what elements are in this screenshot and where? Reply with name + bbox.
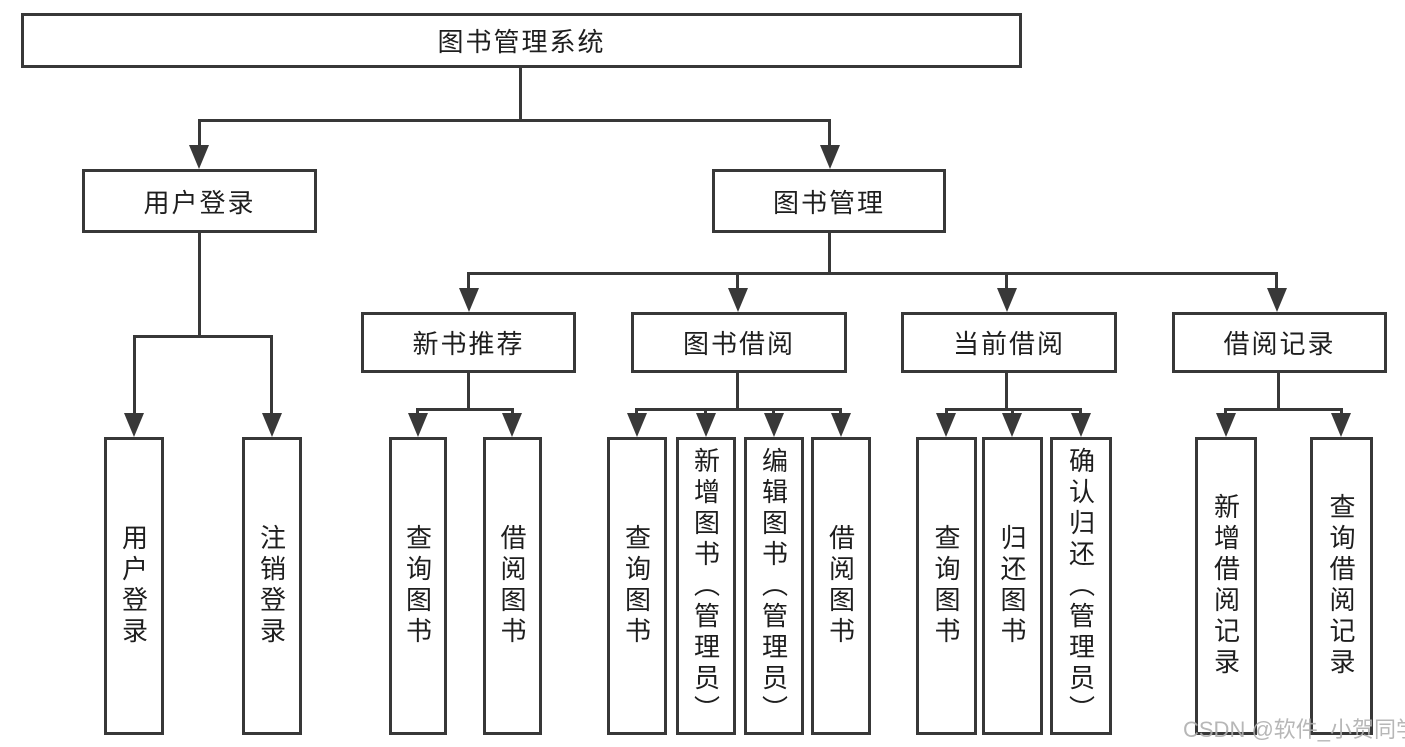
node-book-management: 图书管理 bbox=[712, 169, 946, 233]
node-borrowing-records: 借阅记录 bbox=[1172, 312, 1387, 373]
arrow-down-icon bbox=[459, 288, 479, 312]
leaf-return-books: 归还图书 bbox=[982, 437, 1043, 735]
edge-user-login-stub bbox=[198, 231, 201, 337]
edge-stem-level3 bbox=[1005, 272, 1008, 292]
arrow-down-icon bbox=[1331, 413, 1351, 437]
arrow-down-icon bbox=[262, 413, 282, 437]
arrow-down-icon bbox=[1002, 413, 1022, 437]
edge-root-stub bbox=[519, 66, 522, 122]
leaf-borrow-books-borrowing: 借阅图书 bbox=[811, 437, 871, 735]
leaf-confirm-return-admin: 确认归还（管理员） bbox=[1050, 437, 1112, 735]
node-library-system: 图书管理系统 bbox=[21, 13, 1022, 68]
csdn-watermark: CSDN @软件_小贺同学 bbox=[1183, 717, 1405, 742]
edge-stem-leaf bbox=[133, 335, 136, 417]
node-new-book-recommendation: 新书推荐 bbox=[361, 312, 576, 373]
arrow-down-icon bbox=[728, 288, 748, 312]
leaf-edit-books-admin: 编辑图书（管理员） bbox=[744, 437, 804, 735]
edge-stem-user-login bbox=[198, 119, 201, 149]
edge-user-login-split bbox=[133, 335, 273, 338]
arrow-down-icon bbox=[936, 413, 956, 437]
edge-stem-level3 bbox=[1275, 272, 1278, 292]
node-book-borrowing: 图书借阅 bbox=[631, 312, 847, 373]
edge-level3-split bbox=[467, 272, 1278, 275]
leaf-user-login: 用户登录 bbox=[104, 437, 164, 735]
edge-book-management-stub bbox=[828, 231, 831, 274]
arrow-down-icon bbox=[124, 413, 144, 437]
leaf-borrow-books-recommend: 借阅图书 bbox=[483, 437, 542, 735]
edge-records-split bbox=[1224, 408, 1343, 411]
edge-borrowing-stub bbox=[736, 371, 739, 411]
arrow-down-icon bbox=[831, 413, 851, 437]
arrow-down-icon bbox=[189, 145, 209, 169]
leaf-add-borrow-record: 新增借阅记录 bbox=[1195, 437, 1257, 735]
node-user-login: 用户登录 bbox=[82, 169, 317, 233]
leaf-add-books-admin: 新增图书（管理员） bbox=[676, 437, 736, 735]
edge-stem-level3 bbox=[736, 272, 739, 292]
edge-stem-level3 bbox=[467, 272, 470, 292]
edge-borrowing-split bbox=[635, 408, 842, 411]
edge-stem-leaf bbox=[270, 335, 273, 417]
leaf-query-books-current: 查询图书 bbox=[916, 437, 977, 735]
leaf-logout: 注销登录 bbox=[242, 437, 302, 735]
arrow-down-icon bbox=[1216, 413, 1236, 437]
arrow-down-icon bbox=[764, 413, 784, 437]
leaf-query-books-recommend: 查询图书 bbox=[389, 437, 447, 735]
arrow-down-icon bbox=[997, 288, 1017, 312]
arrow-down-icon bbox=[1267, 288, 1287, 312]
edge-stem-book-management bbox=[828, 119, 831, 149]
edge-recommend-stub bbox=[467, 371, 470, 411]
edge-current-stub bbox=[1005, 371, 1008, 411]
arrow-down-icon bbox=[627, 413, 647, 437]
arrow-down-icon bbox=[502, 413, 522, 437]
edge-recommend-split bbox=[416, 408, 514, 411]
leaf-query-books-borrowing: 查询图书 bbox=[607, 437, 667, 735]
arrow-down-icon bbox=[696, 413, 716, 437]
leaf-query-borrow-record: 查询借阅记录 bbox=[1310, 437, 1373, 735]
node-current-borrowing: 当前借阅 bbox=[901, 312, 1117, 373]
edge-records-stub bbox=[1277, 371, 1280, 411]
arrow-down-icon bbox=[1071, 413, 1091, 437]
edge-level1-split bbox=[198, 119, 831, 122]
arrow-down-icon bbox=[408, 413, 428, 437]
arrow-down-icon bbox=[820, 145, 840, 169]
